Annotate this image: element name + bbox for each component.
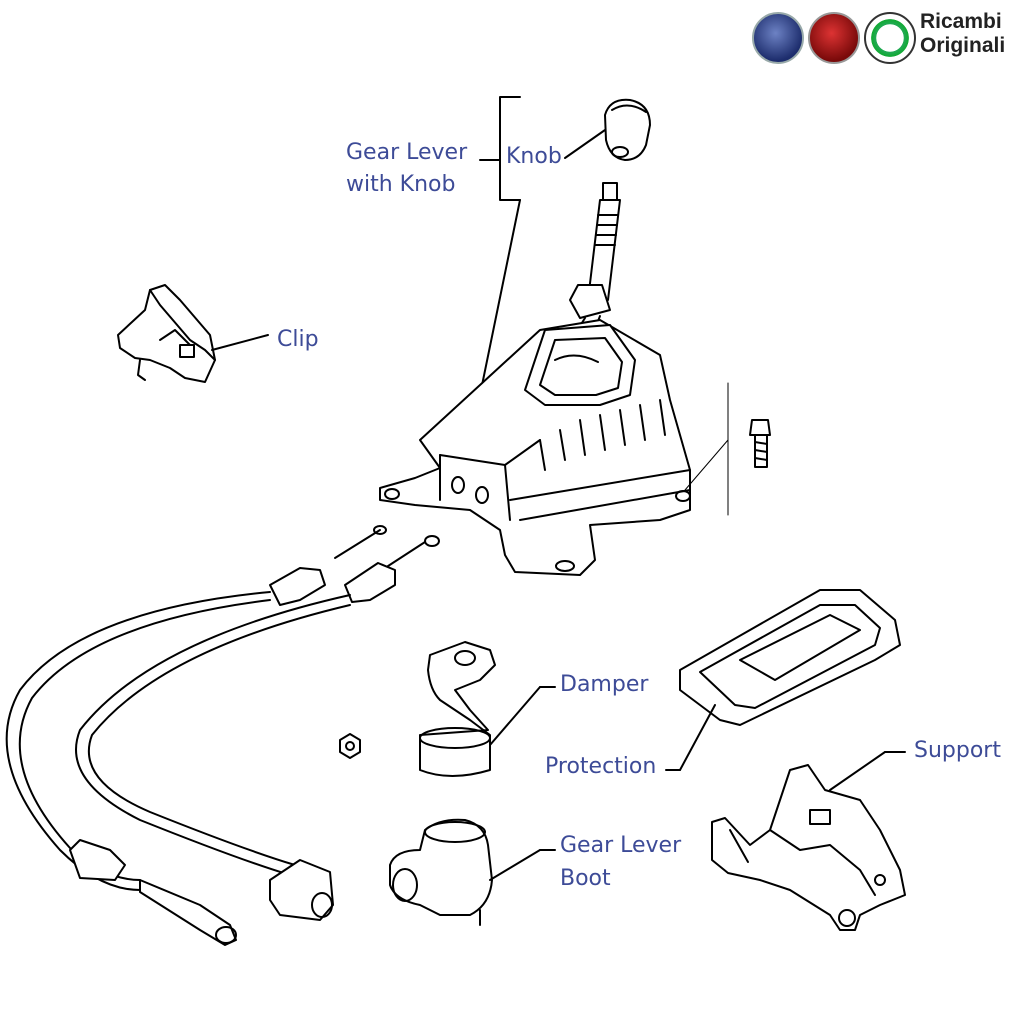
fiat-logo-icon xyxy=(808,12,860,64)
bolt-part xyxy=(749,419,771,468)
protection-part xyxy=(665,589,901,771)
nut-part xyxy=(339,733,361,759)
label-protection: Protection xyxy=(545,754,657,779)
label-gear-lever-boot-line2: Boot xyxy=(560,866,611,891)
label-gear-lever-boot-line1: Gear Lever xyxy=(560,833,682,858)
label-gear-lever-with-knob-line2: with Knob xyxy=(346,172,456,197)
gear-lever-bracket xyxy=(479,96,606,396)
gear-cables xyxy=(5,525,440,946)
label-support: Support xyxy=(914,738,1001,763)
lancia-logo-icon xyxy=(752,12,804,64)
knob-part xyxy=(604,98,651,161)
gear-lever-housing xyxy=(379,319,729,576)
label-knob: Knob xyxy=(506,144,562,169)
label-gear-lever-with-knob-line1: Gear Lever xyxy=(346,140,468,165)
label-damper: Damper xyxy=(560,672,649,697)
label-clip: Clip xyxy=(277,327,319,352)
clip-part xyxy=(117,284,269,383)
brand-title: Ricambi Originali xyxy=(920,10,1005,58)
gear-lever-boot-part xyxy=(389,818,556,926)
alfa-romeo-logo-icon xyxy=(864,12,916,64)
support-part xyxy=(711,751,906,931)
brand-line-2: Originali xyxy=(920,34,1006,57)
damper-part xyxy=(419,641,556,777)
brand-line-1: Ricambi xyxy=(920,10,1002,33)
